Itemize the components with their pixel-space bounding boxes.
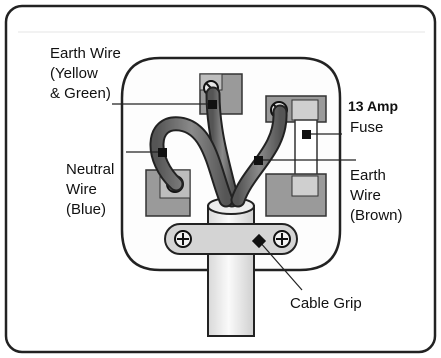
earth-wire-brown-label: Earth Wire (Brown): [350, 167, 403, 224]
pointer-cable-grip: [258, 240, 303, 291]
fuse-rating-label: 13 Amp: [348, 98, 399, 114]
cable-grip-label: Cable Grip: [290, 295, 362, 312]
fuse-label: Fuse: [350, 119, 384, 136]
fuse-body: [294, 119, 318, 179]
earth-wire-green-label: Earth Wire (Yellow & Green): [50, 45, 121, 102]
neutral-wire-label: Neutral Wire (Blue): [66, 161, 115, 218]
